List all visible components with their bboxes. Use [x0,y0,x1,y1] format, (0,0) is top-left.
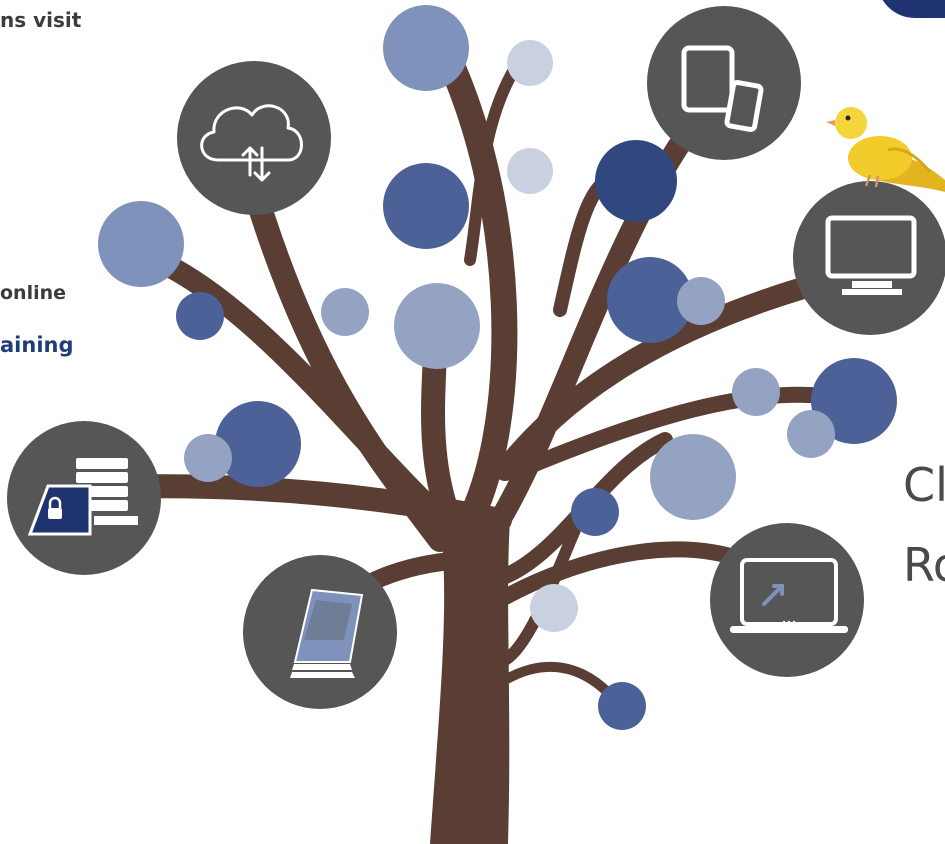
laptop-icon [730,558,848,633]
brochure-circle[interactable] [243,555,397,709]
secure-server-icon [27,458,138,536]
text-fragment-online: online [0,282,67,304]
dot [595,140,677,222]
dot [184,434,232,482]
dot [215,401,301,487]
dot [732,368,780,416]
dot [571,488,619,536]
laptop-circle[interactable] [710,523,864,677]
dot [98,201,184,287]
heading-line-1: Cl [903,458,945,512]
dot [530,584,578,632]
decorative-dots [98,5,897,730]
cloud-sync-icon [200,104,303,182]
monitor-circle[interactable] [793,181,945,335]
text-fragment-visit: ns visit [0,8,82,32]
tablet-phone-icon [681,45,764,132]
dot [598,682,646,730]
dot [650,434,736,520]
dot [176,292,224,340]
monitor-icon [825,215,917,295]
dot [811,358,897,444]
dot [787,410,835,458]
canary-bird-icon [826,107,945,192]
dot [607,257,693,343]
dot [383,5,469,91]
dot [321,288,369,336]
dot [677,277,725,325]
dot [507,148,553,194]
secure-server-circle[interactable] [7,421,161,575]
brochure-icon [290,588,364,678]
heading-line-2: Ro [903,538,945,592]
cloud-sync-circle[interactable] [177,61,331,215]
devices-circle[interactable] [647,6,801,160]
training-link[interactable]: aining [0,333,74,357]
dot [394,283,480,369]
dot [383,163,469,249]
dot [507,40,553,86]
